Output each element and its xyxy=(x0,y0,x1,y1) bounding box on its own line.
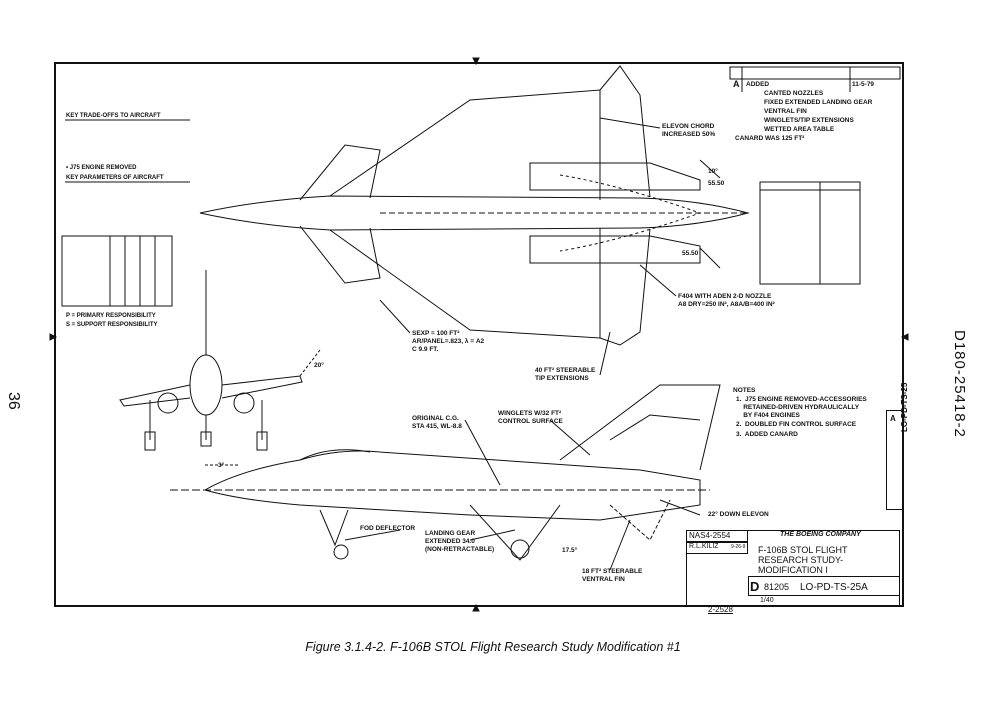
drawing-number: LO-PD-TS-25A xyxy=(800,582,868,593)
side-tab xyxy=(886,410,904,510)
parameters-heading: KEY PARAMETERS OF AIRCRAFT xyxy=(66,175,164,181)
fod-deflector-callout: FOD DEFLECTOR xyxy=(360,525,416,532)
left-center-mark xyxy=(49,333,58,341)
cage-code: 81205 xyxy=(764,582,790,592)
landing-gear-callout: LANDING GEAR EXTENDED 34.0 (NON-RETRACTA… xyxy=(425,530,495,553)
original-cg-callout: ORIGINAL C.G. STA 415, WL-8.8 xyxy=(412,415,462,430)
drawn-by: R.L.KILIZ xyxy=(686,542,748,554)
figure-caption: Figure 3.1.4-2. F-106B STOL Flight Resea… xyxy=(305,640,681,654)
revision-description: ADDED xyxy=(746,81,770,88)
drawing-title: F-106B STOL FLIGHT RESEARCH STUDY- MODIF… xyxy=(758,545,848,575)
right-center-mark xyxy=(900,333,909,341)
front-view xyxy=(119,270,321,451)
revision-item-6: CANARD WAS 125 FT² xyxy=(735,135,805,142)
revision-item-5: WETTED AREA TABLE xyxy=(764,126,835,133)
drawing-scale: 1/40 xyxy=(760,597,774,604)
drawn-date: 9-26-9 xyxy=(731,544,746,550)
ventral-fin-callout: 18 FT² STEERABLE VENTRAL FIN xyxy=(582,568,643,583)
trade-offs-heading: KEY TRADE-OFFS TO AIRCRAFT xyxy=(66,113,161,119)
note-1: 1. J75 ENGINE REMOVED-ACCESSORIES RETAIN… xyxy=(736,396,867,419)
j75-note: • J75 ENGINE REMOVED xyxy=(66,165,137,171)
note-2: 2. DOUBLED FIN CONTROL SURFACE xyxy=(736,421,857,428)
side-tab-label: LO-PD-TS-25 xyxy=(900,382,909,432)
revision-item-4: WINGLETS/TIP EXTENSIONS xyxy=(764,117,854,124)
side-tab-revision: A xyxy=(890,414,896,423)
legend-support: S = SUPPORT RESPONSIBILITY xyxy=(66,322,158,328)
legend-primary: P = PRIMARY RESPONSIBILITY xyxy=(66,313,156,319)
title-block xyxy=(686,530,900,606)
revision-item-3: VENTRAL FIN xyxy=(764,108,807,115)
tip-extension-callout: 40 FT² STEERABLE TIP EXTENSIONS xyxy=(535,367,596,382)
bottom-center-mark xyxy=(472,603,480,612)
dim-10: 10° xyxy=(708,168,718,175)
revision-letter: A xyxy=(733,79,740,89)
drawing-number-row xyxy=(748,576,900,596)
side-view xyxy=(170,384,721,561)
drawing-frame xyxy=(54,62,904,607)
top-center-mark xyxy=(472,57,480,66)
down-elevon-callout: 22° DOWN ELEVON xyxy=(708,511,769,518)
f404-callout: F404 WITH ADEN 2-D NOZZLE A8 DRY=250 IN²… xyxy=(678,293,775,308)
drawing-size: D xyxy=(750,579,760,594)
contract-number: NAS4-2554 xyxy=(686,530,748,542)
elevon-chord-callout: ELEVON CHORD INCREASED 50% xyxy=(662,123,716,138)
winglets-callout: WINGLETS W/32 FT² CONTROL SURFACE xyxy=(498,410,563,425)
dim-5550-bottom: 55.50 xyxy=(682,250,699,257)
notes-title: NOTES xyxy=(733,387,756,394)
plan-view xyxy=(199,65,750,346)
note-3: 3. ADDED CANARD xyxy=(736,431,798,438)
bottom-reference: 2-2528 xyxy=(708,605,733,614)
dim-20: 20° xyxy=(314,362,324,369)
revision-item-1: CANTED NOZZLES xyxy=(764,90,824,97)
sexp-callout: SEXP = 100 FT² AR/PANEL=.823, λ = A2 C 9… xyxy=(412,330,485,353)
revision-date: 11-5-79 xyxy=(852,81,875,88)
dim-5550-top: 55.50 xyxy=(708,180,725,187)
dim-175: 17.5° xyxy=(562,547,578,554)
dim-3: 3° xyxy=(218,462,225,469)
revision-item-2: FIXED EXTENDED LANDING GEAR xyxy=(764,99,873,106)
company-name: THE BOEING COMPANY xyxy=(780,531,861,538)
